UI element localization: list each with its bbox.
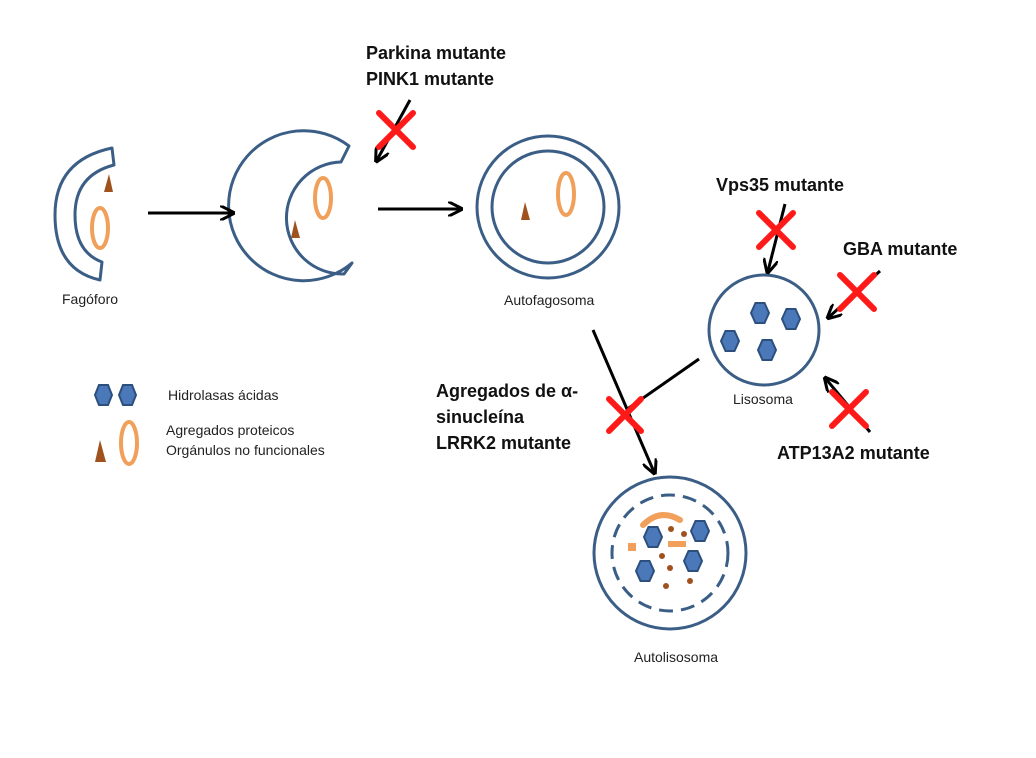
label-autophagosome: Autofagosoma (504, 292, 595, 308)
autolysosome (592, 475, 748, 631)
block-atp13a2-icon (829, 389, 869, 429)
organelle-icon (90, 206, 110, 250)
legend-hydrolase-icon (93, 384, 114, 406)
degraded-organelle-icon (628, 543, 636, 551)
aggregate-fragment-icon (687, 578, 693, 584)
phagophore-closing (227, 129, 354, 283)
hydrolase-icon (642, 526, 664, 548)
hydrolase-icon (634, 560, 656, 582)
aggregate-icon (521, 202, 530, 220)
arrow-autophagosome-to-autolysosome (591, 329, 654, 472)
label-lysosome: Lisosoma (733, 391, 793, 407)
legend-aggregates-label: Agregados proteicos (166, 422, 295, 438)
degraded-organelle-icon (640, 512, 683, 528)
block-vps35-icon (756, 210, 796, 250)
label-autolysosome: Autolisosoma (634, 649, 719, 665)
label-parkin-mutant: Parkina mutante (366, 43, 507, 63)
hydrolase-icon (756, 339, 778, 361)
organelle-icon (313, 176, 333, 220)
label-vps35-mutant: Vps35 mutante (716, 175, 845, 195)
block-fusion-icon (606, 396, 644, 434)
legend-organelles-label: Orgánulos no funcionales (166, 442, 325, 458)
legend-aggregate-icon (95, 440, 106, 462)
block-gba-icon (837, 272, 877, 312)
label-atp13a2-mutant: ATP13A2 mutante (777, 443, 930, 463)
legend-hydrolase-icon (117, 384, 138, 406)
legend-organelle-icon (119, 420, 139, 466)
aggregate-fragment-icon (668, 526, 674, 532)
lysosome-hydrolases (719, 302, 802, 361)
aggregate-fragment-icon (681, 531, 687, 537)
label-lrrk2-mutant: LRRK2 mutante (436, 433, 572, 453)
arrow-vps35 (768, 203, 787, 271)
label-synuclein-line2: sinucleína (436, 407, 525, 427)
aggregate-fragment-icon (663, 583, 669, 589)
autolysosome-hydrolases (634, 520, 711, 582)
legend-hydrolases-label: Hidrolasas ácidas (168, 387, 279, 403)
aggregate-icon (291, 220, 300, 238)
hydrolase-icon (749, 302, 771, 324)
block-parkin-pink1-icon (376, 110, 416, 150)
organelle-icon (556, 171, 576, 217)
legend (93, 384, 139, 466)
label-phagophore: Fagóforo (62, 291, 119, 307)
label-pink1-mutant: PINK1 mutante (366, 69, 495, 89)
hydrolase-icon (682, 550, 704, 572)
degraded-organelle-icon (668, 541, 686, 547)
label-gba-mutant: GBA mutante (843, 239, 958, 259)
aggregate-fragment-icon (667, 565, 673, 571)
label-synuclein-aggregates: Agregados de α- (436, 381, 579, 401)
autophagosome (475, 134, 621, 280)
aggregate-fragment-icon (659, 553, 665, 559)
aggregate-icon (104, 174, 113, 192)
hydrolase-icon (689, 520, 711, 542)
hydrolase-icon (780, 308, 802, 330)
hydrolase-icon (719, 330, 741, 352)
phagophore (53, 146, 116, 282)
